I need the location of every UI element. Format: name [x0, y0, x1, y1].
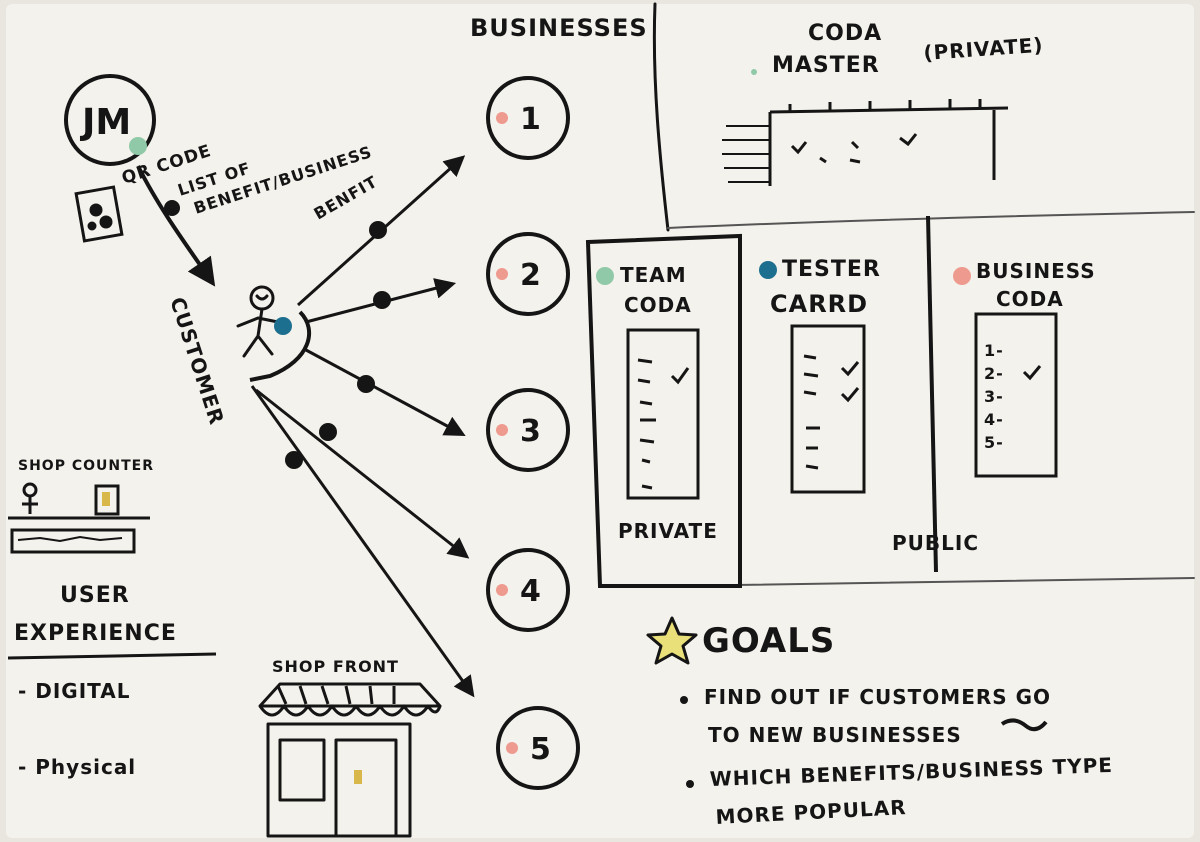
business-number: 3 — [520, 414, 542, 449]
tester-carrd-line2: CARRD — [770, 290, 868, 318]
goals-title: GOALS — [702, 621, 835, 661]
business-coda-row: 4- — [984, 410, 1004, 429]
business-list: 1 2 3 4 5 — [486, 76, 580, 790]
business-number: 4 — [520, 574, 542, 609]
business-number: 2 — [520, 258, 542, 293]
master-table-icon — [722, 99, 1009, 186]
business-coda-dot — [953, 267, 971, 285]
tester-carrd-line1: TESTER — [782, 257, 881, 282]
jm-to-customer-arrow — [136, 165, 216, 287]
team-coda-dot — [596, 267, 614, 285]
benefit-arrows — [250, 155, 475, 698]
business-circle: 3 — [486, 388, 570, 472]
stick-figure-icon — [236, 285, 280, 358]
arrow-to-business-4 — [255, 388, 470, 559]
top-horizontal-divider — [667, 211, 1195, 229]
business-coda-row: 2- — [984, 364, 1004, 383]
user-experience: USER EXPERIENCE - DIGITAL - Physical — [7, 583, 217, 779]
team-coda-line1: TEAM — [620, 263, 687, 287]
arrow-to-business-5 — [250, 385, 475, 698]
team-coda-line2: CODA — [624, 293, 692, 317]
bottom-horizontal-divider — [734, 577, 1195, 586]
panels-outline — [585, 233, 742, 588]
pink-dot — [496, 584, 508, 596]
jm-label: JM — [79, 102, 131, 143]
coda-master-dot — [751, 69, 757, 75]
goal-1-line1: FIND OUT IF CUSTOMERS GO — [704, 685, 1051, 709]
panels-divider — [926, 215, 938, 573]
arrow-node — [164, 200, 180, 216]
business-circle-outline — [486, 232, 570, 316]
business-circle-outline — [486, 388, 570, 472]
pink-dot — [496, 424, 508, 436]
business-coda-row: 5- — [984, 433, 1004, 452]
green-dot — [129, 137, 147, 155]
coda-master-line2: MASTER — [772, 53, 880, 78]
team-coda-footer: PRIVATE — [618, 519, 718, 543]
business-coda-row: 3- — [984, 387, 1004, 406]
pink-dot — [496, 268, 508, 280]
ux-item-digital: - DIGITAL — [18, 679, 130, 703]
goal-1-line2: TO NEW BUSINESSES — [708, 723, 962, 747]
business-coda-row: 1- — [984, 341, 1004, 360]
businesses-heading: BUSINESSES — [470, 14, 648, 42]
star-icon — [646, 616, 698, 665]
goal-bullet-2 — [686, 780, 694, 788]
ux-title-line2: EXPERIENCE — [14, 621, 177, 646]
business-circle-outline — [496, 706, 580, 790]
business-circle: 4 — [486, 548, 570, 632]
benefit-nodes — [285, 221, 391, 469]
business-number: 1 — [520, 102, 542, 137]
business-coda-line2: CODA — [996, 287, 1064, 311]
business-circle-outline — [486, 76, 570, 160]
business-coda-line1: BUSINESS — [976, 259, 1096, 283]
tester-carrd-doc-icon — [790, 324, 866, 494]
business-circle: 1 — [486, 76, 570, 160]
team-coda-doc-icon — [626, 328, 700, 500]
divider-lines — [652, 2, 1195, 586]
shop-counter-icon — [8, 482, 150, 554]
panels: TEAM CODA PRIVATE TESTER CARRD BUSINESS … — [585, 215, 1096, 588]
business-circle-outline — [486, 548, 570, 632]
pink-dot — [506, 742, 518, 754]
teal-dot — [274, 317, 292, 335]
pink-dot — [496, 112, 508, 124]
business-coda-doc-icon — [974, 312, 1058, 478]
arrow-to-business-3 — [305, 348, 466, 436]
business-circle: 5 — [496, 706, 580, 790]
ux-title-line1: USER — [60, 583, 130, 608]
qr-code-icon — [74, 185, 124, 243]
shop-front-label: SHOP FRONT — [272, 657, 399, 676]
business-number: 5 — [530, 732, 552, 767]
shop-counter-label: SHOP COUNTER — [18, 458, 154, 474]
ux-underline — [7, 652, 217, 660]
shop-front-icon — [258, 682, 442, 838]
goal-1-scribble — [1000, 718, 1048, 732]
business-circle: 2 — [486, 232, 570, 316]
vertical-divider — [652, 2, 670, 232]
goal-bullet-1 — [680, 696, 688, 704]
customer-bracket — [249, 310, 312, 382]
jm-circle — [64, 74, 156, 166]
ux-item-physical: - Physical — [18, 755, 136, 779]
paper-background — [6, 4, 1194, 838]
shop-counter: SHOP COUNTER — [8, 458, 154, 554]
shop-front: SHOP FRONT — [258, 657, 442, 838]
business-coda-rows: 1- 2- 3- 4- 5- — [984, 341, 1004, 452]
coda-master-line1: CODA — [808, 21, 882, 46]
public-label: PUBLIC — [892, 531, 979, 555]
tester-carrd-dot — [759, 261, 777, 279]
